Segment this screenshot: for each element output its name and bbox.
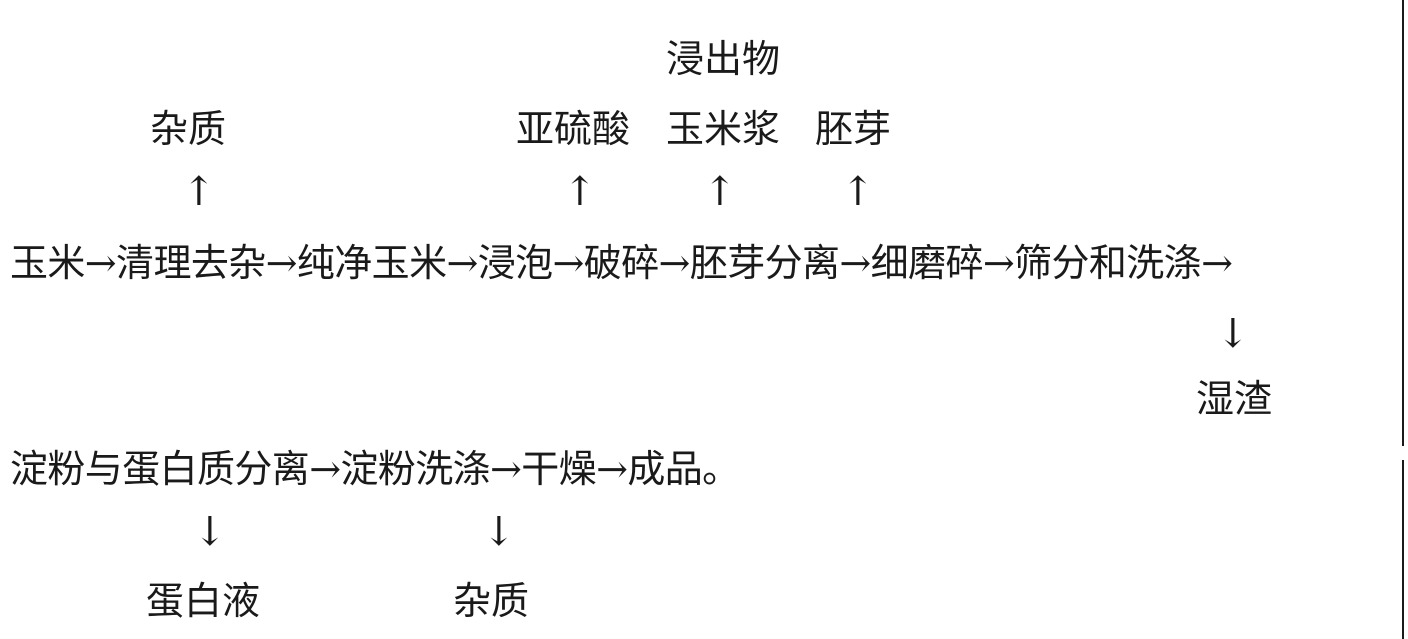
- impurities-output-label: 杂质: [150, 107, 227, 151]
- page-edge-gap: [1401, 446, 1405, 460]
- corn-steep-liquor-label: 玉米浆: [666, 107, 781, 151]
- page-edge-line: [1402, 0, 1404, 639]
- protein-liquid-down-arrow: ↓: [193, 509, 227, 555]
- protein-liquid-label: 蛋白液: [146, 579, 261, 623]
- washing-impurities-label: 杂质: [453, 579, 530, 623]
- main-process-flow-line2: 淀粉与蛋白质分离→淀粉洗涤→干燥→成品。: [10, 447, 740, 491]
- germ-up-arrow: ↑: [841, 169, 875, 215]
- germ-label: 胚芽: [815, 107, 892, 151]
- wet-residue-down-arrow: ↓: [1216, 311, 1250, 357]
- main-process-flow-line1: 玉米→清理去杂→纯净玉米→浸泡→破碎→胚芽分离→细磨碎→筛分和洗涤→: [10, 241, 1233, 285]
- corn-steep-liquor-up-arrow: ↑: [703, 169, 737, 215]
- impurities-down-arrow: ↓: [482, 509, 516, 555]
- leached-substances-label: 浸出物: [666, 37, 781, 81]
- impurities-up-arrow: ↑: [182, 169, 216, 215]
- wet-residue-label: 湿渣: [1196, 377, 1273, 421]
- sulfurous-acid-up-arrow: ↑: [563, 169, 597, 215]
- sulfurous-acid-label: 亚硫酸: [516, 107, 631, 151]
